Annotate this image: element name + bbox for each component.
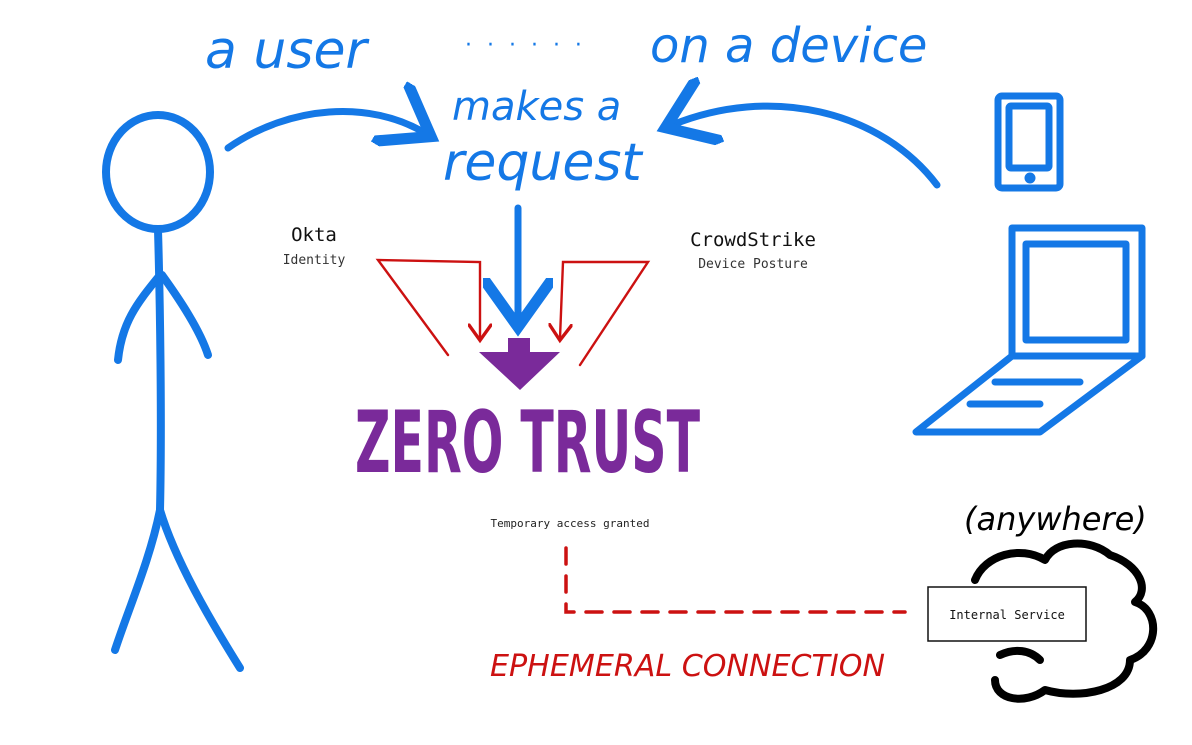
cloud-icon	[971, 539, 1158, 703]
dots-text: · · · · · ·	[465, 33, 586, 58]
device-to-request-arrow	[672, 106, 941, 189]
makes-a-text: makes a	[452, 84, 621, 130]
user-to-request-arrow	[224, 112, 425, 152]
anywhere-label: (anywhere)	[964, 500, 1147, 538]
request-text: request	[443, 133, 643, 193]
zero-trust-title: ZERO TRUST	[355, 393, 700, 493]
ephemeral-connection-line	[564, 546, 907, 614]
okta-label: Okta	[291, 224, 337, 246]
crowdstrike-sublabel: Device Posture	[698, 257, 808, 272]
laptop-icon	[912, 224, 1146, 436]
okta-sublabel: Identity	[283, 253, 346, 268]
phone-icon	[994, 92, 1064, 192]
stick-figure-icon	[102, 111, 244, 672]
temporary-access-label: Temporary access granted	[491, 517, 650, 530]
okta-funnel-arrow	[375, 258, 480, 357]
down-arrow-icon	[479, 338, 560, 390]
device-text: on a device	[650, 18, 927, 74]
crowdstrike-funnel-arrow	[560, 260, 651, 367]
internal-service-box: Internal Service	[927, 586, 1087, 642]
user-text: a user	[205, 21, 370, 81]
ephemeral-connection-label: EPHEMERAL CONNECTION	[490, 649, 885, 684]
internal-service-label: Internal Service	[949, 608, 1065, 622]
crowdstrike-label: CrowdStrike	[690, 229, 816, 251]
